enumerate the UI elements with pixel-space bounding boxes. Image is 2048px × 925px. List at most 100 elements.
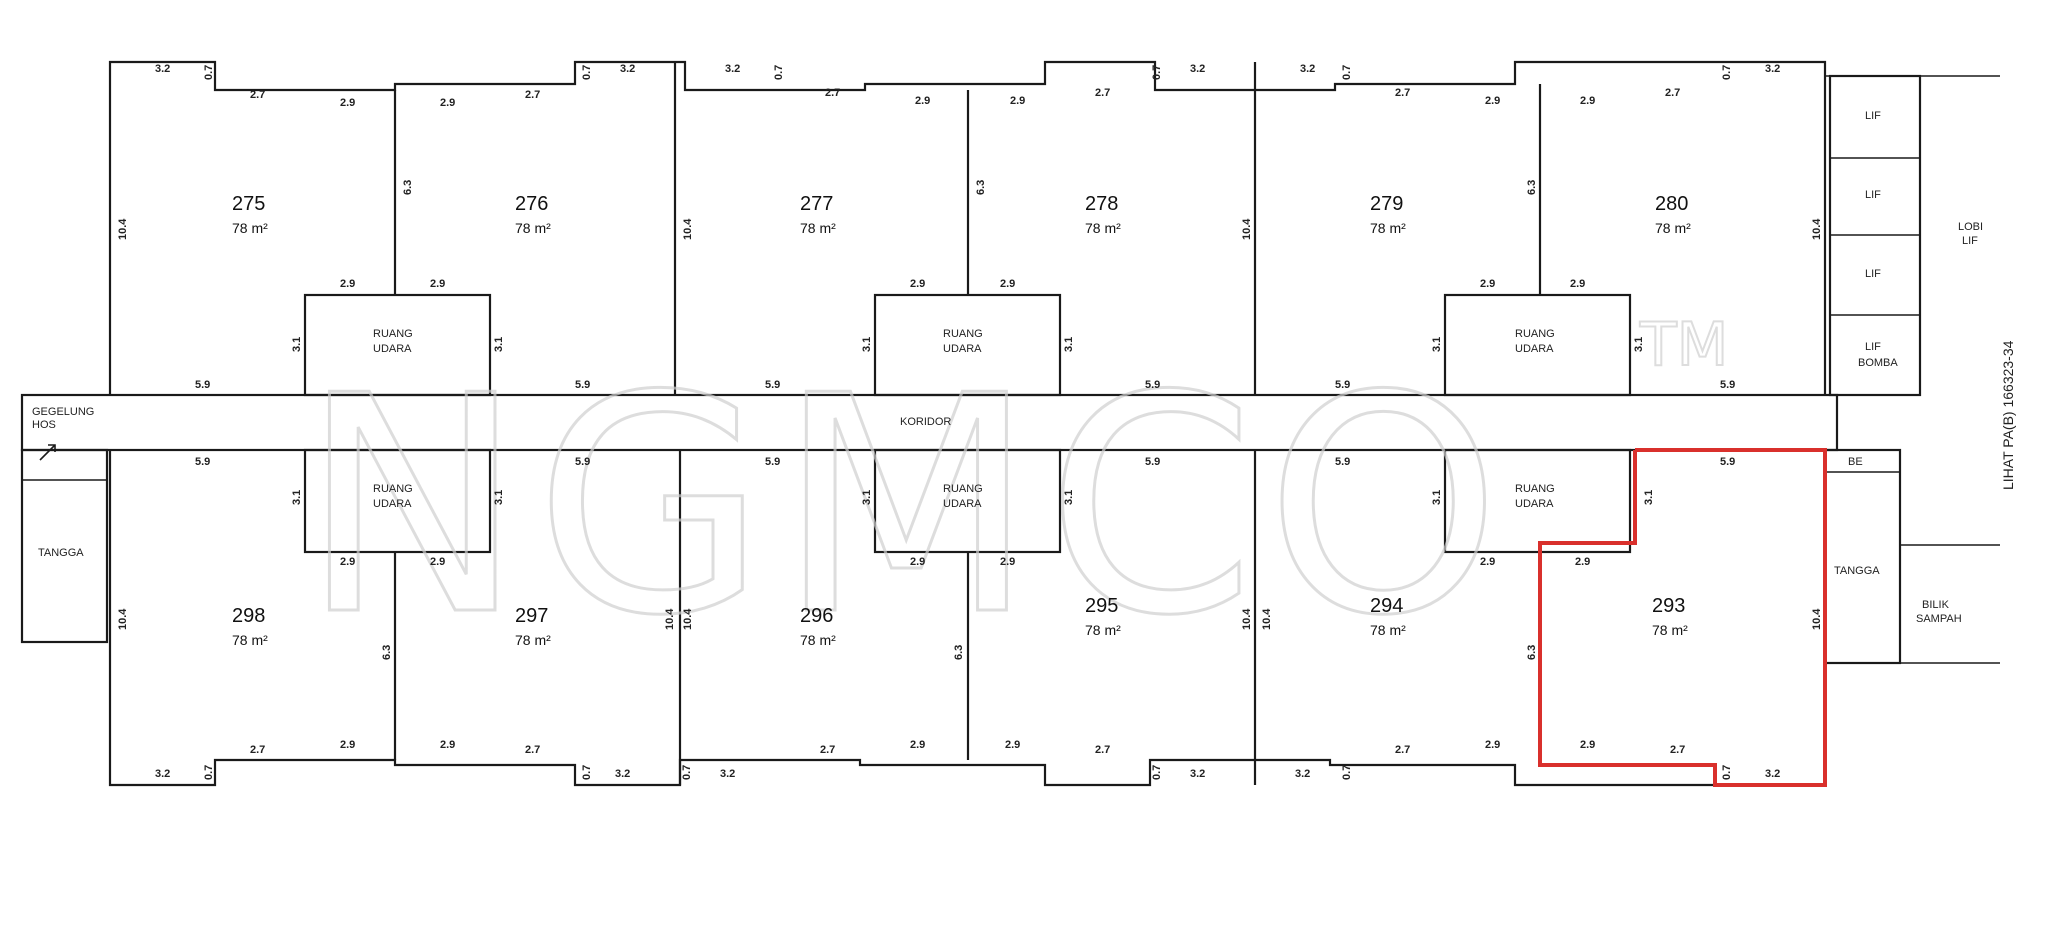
unit-number: 279 [1370,193,1403,215]
air-space-label: UDARA [373,498,412,510]
air-space-label: RUANG [373,328,413,340]
top-units: 275 78 m² 276 78 m² 277 78 m² 278 78 m² … [232,193,1691,236]
wall-segment [20,448,109,644]
dimension-label: 2.9 [1010,95,1025,107]
air-space-top-1 [303,293,492,397]
dimension-label: 0.7 [1151,765,1163,780]
dimension-label: 2.9 [340,97,355,109]
dimension-label: 3.2 [155,63,170,75]
lobby-label: LOBI [1958,221,1983,233]
dimension-label: 2.7 [1395,87,1410,99]
dimension-label: 10.4 [682,218,694,240]
dimension-label: 10.4 [1811,218,1823,240]
dimension-label: 2.9 [915,95,930,107]
hose-reel-label: GEGELUNG [32,406,94,418]
air-space-label: UDARA [943,343,982,355]
dimension-label: 5.9 [195,379,210,391]
dimension-label: 2.9 [1575,556,1590,568]
unit-area: 78 m² [1370,220,1406,236]
dimension-label: 2.7 [1095,87,1110,99]
dimension-label: 2.7 [1665,87,1680,99]
dimension-label: 10.4 [682,608,694,630]
stair-label: TANGGA [1834,565,1880,577]
dimension-label: 2.7 [1395,744,1410,756]
dimension-label: 3.1 [1431,490,1443,505]
air-space-bottom-3 [1443,448,1632,554]
air-space-top-3 [1443,293,1632,397]
unit-area: 78 m² [1085,220,1121,236]
unit-area: 78 m² [515,220,551,236]
dimension-label: 3.1 [1063,337,1075,352]
unit-area: 78 m² [1655,220,1691,236]
dimension-label: 2.9 [910,278,925,290]
dimension-label: 2.9 [430,278,445,290]
dimension-label: 10.4 [1241,218,1253,240]
dimension-label: 3.2 [620,63,635,75]
lift-label: LIF [1865,341,1881,353]
dimension-label: 2.7 [250,744,265,756]
dimension-label: 2.9 [440,97,455,109]
dimension-label: 0.7 [581,65,593,80]
dimension-label: 0.7 [203,765,215,780]
watermark: NGMCO TM [299,309,1730,683]
dimension-label: 6.3 [402,180,414,195]
watermark-tm: TM [1639,310,1728,380]
dimension-label: 2.9 [1480,278,1495,290]
air-space-label: RUANG [373,483,413,495]
air-space-label: UDARA [1515,498,1554,510]
dimension-label: 2.9 [440,739,455,751]
highlighted-unit-293-outline [1538,448,1827,787]
wall-segment [48,444,56,452]
dimension-label: 5.9 [1145,456,1160,468]
unit-number: 297 [515,605,548,627]
dimension-label: 2.9 [1485,95,1500,107]
dimension-label: 3.1 [291,337,303,352]
dimension-label: 3.2 [1190,63,1205,75]
unit-number: 293 [1652,595,1685,617]
dimension-label: 5.9 [765,456,780,468]
unit-area: 78 m² [800,632,836,648]
unit-number: 280 [1655,193,1688,215]
unit-number: 295 [1085,595,1118,617]
air-space-label: UDARA [943,498,982,510]
dimension-label: 0.7 [1721,765,1733,780]
air-space-bottom-1 [303,448,492,554]
dimension-label: 2.9 [1580,95,1595,107]
dimension-label: 5.9 [575,456,590,468]
air-space-label: RUANG [943,328,983,340]
unit-area: 78 m² [232,220,268,236]
dimension-label: 2.9 [1000,278,1015,290]
dimension-label: 3.2 [1190,768,1205,780]
top-building-outline [108,60,1827,395]
dimension-label: 10.4 [1811,608,1823,630]
dimension-label: 6.3 [953,645,965,660]
dimension-label: 10.4 [117,608,129,630]
unit-number: 276 [515,193,548,215]
dimension-label: 2.9 [1480,556,1495,568]
dimension-label: 3.1 [1633,337,1645,352]
unit-number: 296 [800,605,833,627]
dimension-label: 2.7 [1095,744,1110,756]
dimension-label: 3.1 [1431,337,1443,352]
dimension-label: 0.7 [1341,65,1353,80]
air-space-label: RUANG [943,483,983,495]
air-space-label: RUANG [1515,483,1555,495]
unit-area: 78 m² [800,220,836,236]
dimension-label: 2.7 [1670,744,1685,756]
dimension-label: 2.9 [340,556,355,568]
unit-number: 298 [232,605,265,627]
dimension-label: 5.9 [1720,379,1735,391]
dimension-label: 3.1 [291,490,303,505]
dimension-label: 3.2 [615,768,630,780]
dimension-label: 3.1 [493,337,505,352]
unit-area: 78 m² [232,632,268,648]
room-labels: RUANG UDARA RUANG UDARA RUANG UDARA RUAN… [32,110,2016,625]
dimension-label: 2.7 [525,89,540,101]
watermark-text: NGMCO [300,332,1511,681]
dimension-label: 0.7 [681,765,693,780]
dimension-label: 3.1 [861,337,873,352]
bottom-units: 298 78 m² 297 78 m² 296 78 m² 295 78 m² … [232,595,1688,648]
dimension-label: 2.9 [1485,739,1500,751]
dimension-label: 2.9 [910,739,925,751]
walls [20,60,2000,787]
